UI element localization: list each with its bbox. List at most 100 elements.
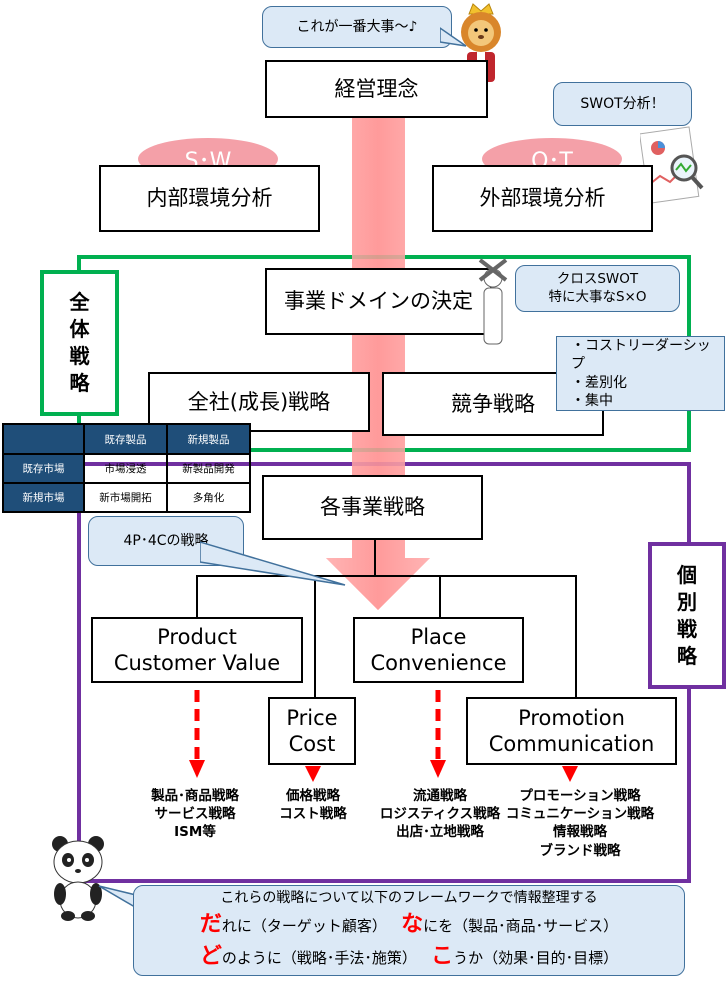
table-cell: 多角化 xyxy=(166,482,251,513)
how-key: ど xyxy=(199,943,222,969)
swot-callout-text: SWOT分析！ xyxy=(580,95,665,112)
person-cross-arms-illustration xyxy=(478,258,508,345)
place-subtitle: Convenience xyxy=(370,651,507,675)
strategy-item: コスト戦略 xyxy=(279,806,347,823)
promotion-arrowhead xyxy=(562,766,578,782)
callout-tail xyxy=(440,27,467,47)
label-char: 戦 xyxy=(677,616,697,641)
internal-analysis-box: 内部環境分析 xyxy=(99,165,320,232)
connector xyxy=(575,575,577,697)
corporate-strategy-box: 全社(成長)戦略 xyxy=(148,372,370,432)
swot-callout: SWOT分析！ xyxy=(553,82,692,126)
framework-intro: これらの戦略について以下のフレームワークで情報整理する xyxy=(220,890,598,907)
table-row: 既存製品 新規製品 xyxy=(1,423,251,455)
label-char: 戦 xyxy=(69,344,90,368)
table-row-header: 新規市場 xyxy=(1,482,86,513)
panda-illustration xyxy=(52,836,104,921)
table-header xyxy=(1,423,86,455)
strategy-item: 価格戦略 xyxy=(286,788,340,804)
table-header: 新規製品 xyxy=(166,423,251,455)
top-callout: これが一番大事～♪ xyxy=(262,6,452,48)
ansoff-matrix: 既存製品 新規製品 既存市場 市場浸透 新製品開発 新規市場 新市場開拓 多角化 xyxy=(1,423,251,513)
product-arrowhead xyxy=(189,760,205,778)
cross-swot-line1: クロスSWOT xyxy=(556,270,639,287)
table-row: 既存市場 市場浸透 新製品開発 xyxy=(1,453,251,484)
label-char: 別 xyxy=(677,589,697,614)
price-subtitle: Cost xyxy=(288,732,336,756)
swot-report-icon xyxy=(640,126,704,204)
table-header: 既存製品 xyxy=(83,423,168,455)
strategy-item: 出店･立地戦略 xyxy=(396,824,484,841)
strategy-item: ロジスティクス戦略 xyxy=(379,806,501,823)
strategy-item: コミュニケーション戦略 xyxy=(505,806,655,823)
label-char: 略 xyxy=(677,643,697,668)
table-cell: 新市場開拓 xyxy=(83,482,168,513)
what-key: な xyxy=(401,911,424,937)
table-cell: 市場浸透 xyxy=(83,453,168,484)
strategy-item: プロモーション戦略 xyxy=(519,788,641,804)
product-subtitle: Customer Value xyxy=(113,651,281,675)
strategy-item: ISM等 xyxy=(174,824,216,841)
corporate-strategy-text: 全社(成長)戦略 xyxy=(187,389,331,414)
result-key: こ xyxy=(431,943,454,969)
label-char: 略 xyxy=(69,371,90,395)
business-strategy-text: 各事業戦略 xyxy=(320,495,425,520)
external-analysis-box: 外部環境分析 xyxy=(432,165,653,232)
result-text: うか（効果･目的･目標） xyxy=(453,948,619,967)
what-text: にを（製品･商品･サービス） xyxy=(423,916,619,935)
connector xyxy=(196,575,577,577)
product-strategies: 製品･商品戦略 サービス戦略 ISM等 xyxy=(120,787,270,842)
strategy-item: ブランド戦略 xyxy=(539,842,621,859)
promotion-title: Promotion xyxy=(518,705,625,730)
promotion-strategies: プロモーション戦略 コミュニケーション戦略 情報戦略 ブランド戦略 xyxy=(490,787,670,860)
connector xyxy=(374,540,376,576)
competitive-item: ・コストリーダーシップ xyxy=(571,338,711,373)
philosophy-box: 経営理念 xyxy=(265,60,488,118)
table-row: 新規市場 新市場開拓 多角化 xyxy=(1,482,251,513)
callout-tail xyxy=(200,541,346,586)
product-title: Product xyxy=(157,624,237,649)
internal-analysis-text: 内部環境分析 xyxy=(146,186,273,211)
competitive-item: ・差別化 xyxy=(571,374,627,391)
domain-box: 事業ドメインの決定 xyxy=(265,268,492,335)
who-text: れに（ターゲット顧客） xyxy=(221,916,387,935)
label-char: 体 xyxy=(69,317,90,341)
competitive-list-callout: ・コストリーダーシップ ・差別化 ・集中 xyxy=(556,336,725,411)
how-text: のように（戦略･手法･施策） xyxy=(221,948,417,967)
table-cell: 新製品開発 xyxy=(166,453,251,484)
place-title: Place xyxy=(410,624,467,649)
domain-text: 事業ドメインの決定 xyxy=(284,289,473,314)
place-strategies: 流通戦略 ロジスティクス戦略 出店･立地戦略 xyxy=(360,787,520,842)
overall-strategy-label: 全 体 戦 略 xyxy=(40,270,119,416)
individual-strategy-label: 個 別 戦 略 xyxy=(648,542,726,689)
framework-callout: これらの戦略について以下のフレームワークで情報整理する だれに（ターゲット顧客）… xyxy=(133,885,685,976)
promotion-subtitle: Communication xyxy=(488,732,655,756)
strategy-item: 製品･商品戦略 xyxy=(151,788,239,804)
framework-line1: だれに（ターゲット顧客） なにを（製品･商品･サービス） xyxy=(200,909,618,941)
strategy-item: 情報戦略 xyxy=(553,824,607,841)
competitive-strategy-text: 競争戦略 xyxy=(451,391,535,416)
table-row-header: 既存市場 xyxy=(1,453,86,484)
business-strategy-box: 各事業戦略 xyxy=(262,475,483,540)
philosophy-text: 経営理念 xyxy=(334,76,419,101)
who-key: だ xyxy=(199,911,222,937)
framework-line2: どのように（戦略･手法･施策） こうか（効果･目的･目標） xyxy=(200,941,618,973)
fourp-callout-text: 4P･4Cの戦略 xyxy=(123,532,209,549)
top-callout-text: これが一番大事～♪ xyxy=(296,18,418,35)
competitive-item: ・集中 xyxy=(571,392,613,409)
price-strategies: 価格戦略 コスト戦略 xyxy=(262,787,364,823)
place-arrowhead xyxy=(430,760,446,778)
label-char: 個 xyxy=(677,562,697,587)
price-arrowhead xyxy=(305,766,321,782)
strategy-item: 流通戦略 xyxy=(413,788,467,804)
cross-swot-line2: 特に大事なS×O xyxy=(548,288,647,305)
connector xyxy=(314,575,316,697)
connector xyxy=(196,575,198,617)
strategy-item: サービス戦略 xyxy=(154,806,236,823)
